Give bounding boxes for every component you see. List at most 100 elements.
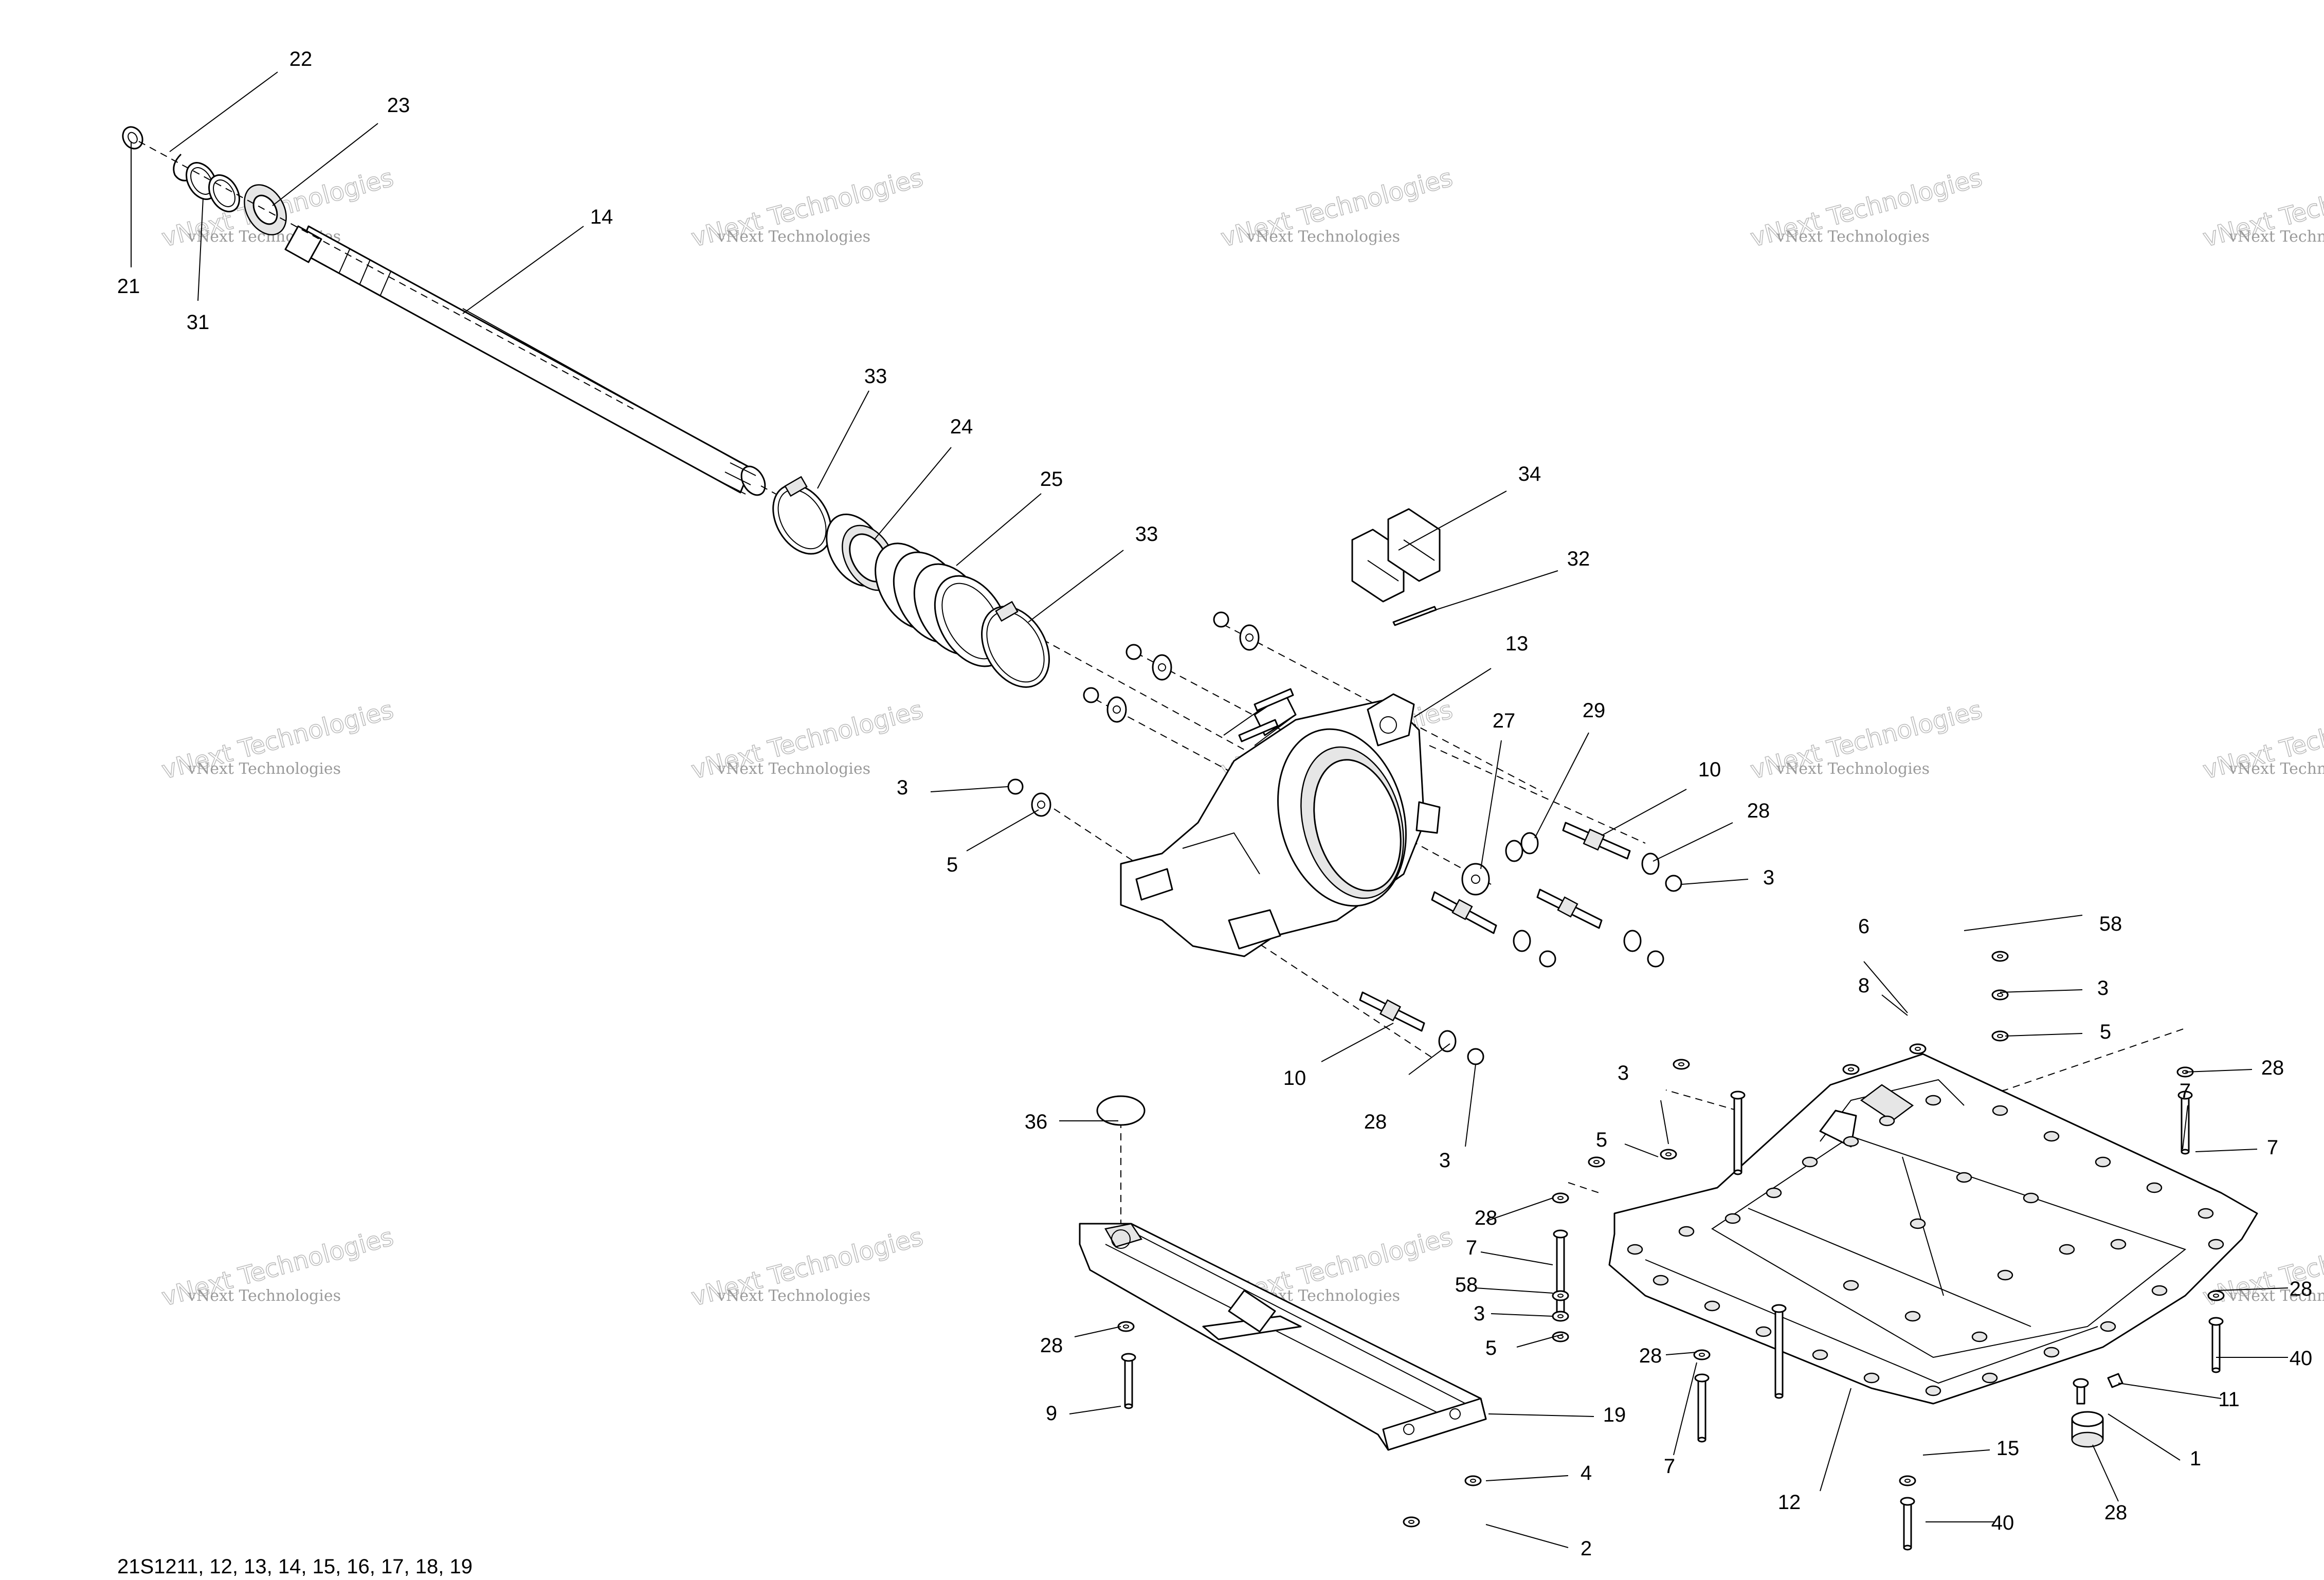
washer-hole: [1904, 1479, 1911, 1483]
bolt-hole: [2095, 1156, 2111, 1168]
part-callout: 2: [1581, 1537, 1592, 1560]
bolt-hole: [2146, 1182, 2163, 1193]
watermark-text: vNext Technologies: [187, 1287, 341, 1305]
washer: [1464, 1475, 1482, 1486]
washer-hole: [1678, 1062, 1684, 1066]
part-callout: 23: [387, 94, 410, 117]
bolt-hole: [2043, 1347, 2060, 1358]
part-callout: 28: [2261, 1057, 2284, 1079]
skid-plate: [1568, 1028, 2258, 1405]
part-callout: 3: [2097, 977, 2109, 1000]
washer-hole: [1997, 993, 2003, 997]
part-callout: 13: [1505, 632, 1529, 655]
bolt-hole: [1802, 1156, 1818, 1168]
washer-hole: [1408, 1520, 1414, 1524]
part-callout: 4: [1581, 1462, 1592, 1484]
part-callout: 28: [1747, 800, 1770, 822]
part-callout: 5: [947, 853, 958, 876]
washer-hole: [1123, 1324, 1129, 1329]
bolt-hole: [1843, 1280, 1859, 1291]
part-callout: 7: [2180, 1080, 2191, 1102]
watermark-text: vNext Technologies: [1246, 228, 1400, 246]
part-callout: 27: [1493, 710, 1516, 732]
washer-hole: [1848, 1067, 1854, 1072]
part-callout: 8: [1858, 974, 1869, 997]
washer: [1842, 1064, 1860, 1075]
bolt-hole: [1724, 1213, 1741, 1224]
part-callout: 32: [1567, 548, 1590, 570]
bumper-stop: [2071, 1373, 2123, 1448]
part-callout: 3: [1618, 1062, 1629, 1084]
bolt-hole: [1904, 1311, 1921, 1322]
bolt-layer: [1117, 951, 2225, 1551]
part-callout: 24: [950, 415, 973, 438]
watermark-text: vNext Technologies: [717, 1287, 870, 1305]
part-callout: 12: [1778, 1491, 1801, 1514]
part-callout: 28: [2104, 1501, 2128, 1524]
part-callout: 7: [2267, 1136, 2278, 1159]
bolt-hole: [1755, 1326, 1772, 1337]
bolt-hole: [1925, 1095, 1941, 1106]
bolt-hole: [2059, 1244, 2075, 1255]
bearing-housing: [1043, 611, 1543, 1060]
part-callout: 6: [1858, 915, 1869, 938]
part-callout: 36: [1025, 1111, 1048, 1133]
part-callout: 58: [2099, 913, 2122, 935]
watermark-text: vNext Technologies: [1776, 760, 1930, 778]
bolt: [1900, 1497, 1915, 1551]
bolt: [2208, 1317, 2224, 1373]
washer-hole: [2213, 1294, 2219, 1298]
bolt-hole: [1956, 1172, 1972, 1183]
part-callout: 28: [2290, 1278, 2313, 1300]
part-callout: 9: [1046, 1402, 1057, 1425]
part-callout: 28: [1364, 1111, 1387, 1133]
part-callout: 33: [1135, 523, 1158, 546]
washer-hole: [1593, 1160, 1600, 1164]
bolt-hole: [1992, 1105, 2008, 1116]
washer: [1552, 1192, 1569, 1204]
washer-hole: [1557, 1314, 1564, 1318]
part-callout: 15: [1996, 1437, 2020, 1460]
part-callout: 10: [1283, 1067, 1306, 1089]
part-callout: 3: [897, 776, 908, 799]
watermark-text: vNext Technologies: [1776, 228, 1930, 246]
part-callout: 7: [1664, 1455, 1675, 1478]
bolt-hole: [1653, 1275, 1669, 1286]
washer: [1909, 1043, 1927, 1055]
part-callout: 28: [1475, 1207, 1498, 1229]
washer: [1673, 1059, 1690, 1070]
bolt-hole: [1879, 1115, 1895, 1127]
bolt-hole: [2110, 1239, 2127, 1250]
bolt-hole: [2208, 1239, 2224, 1250]
washer: [1552, 1290, 1569, 1301]
washer: [1899, 1475, 1916, 1486]
bolt-hole: [2151, 1285, 2168, 1296]
bolt-hole: [1910, 1218, 1926, 1229]
washer: [1660, 1149, 1677, 1160]
part-callout: 28: [1639, 1345, 1662, 1367]
bolt-hole: [1627, 1244, 1643, 1255]
bolt: [1730, 1091, 1746, 1175]
part-callout: 31: [187, 311, 210, 334]
part-callout: 34: [1518, 463, 1541, 485]
leader-lines: [131, 71, 2289, 1548]
part-callout: 7: [1466, 1237, 1477, 1259]
bolt-hole: [2198, 1208, 2214, 1219]
washer: [1117, 1321, 1135, 1332]
part-callout: 19: [1603, 1404, 1626, 1426]
part-callout: 28: [1040, 1334, 1063, 1357]
bolt-hole: [1982, 1372, 1998, 1384]
bolt-hole: [1925, 1385, 1941, 1396]
part-callout: 25: [1040, 468, 1063, 491]
washer-hole: [1699, 1353, 1705, 1357]
part-callout: 5: [2100, 1021, 2111, 1043]
watermark-text: vNext Technologies: [2228, 760, 2324, 778]
